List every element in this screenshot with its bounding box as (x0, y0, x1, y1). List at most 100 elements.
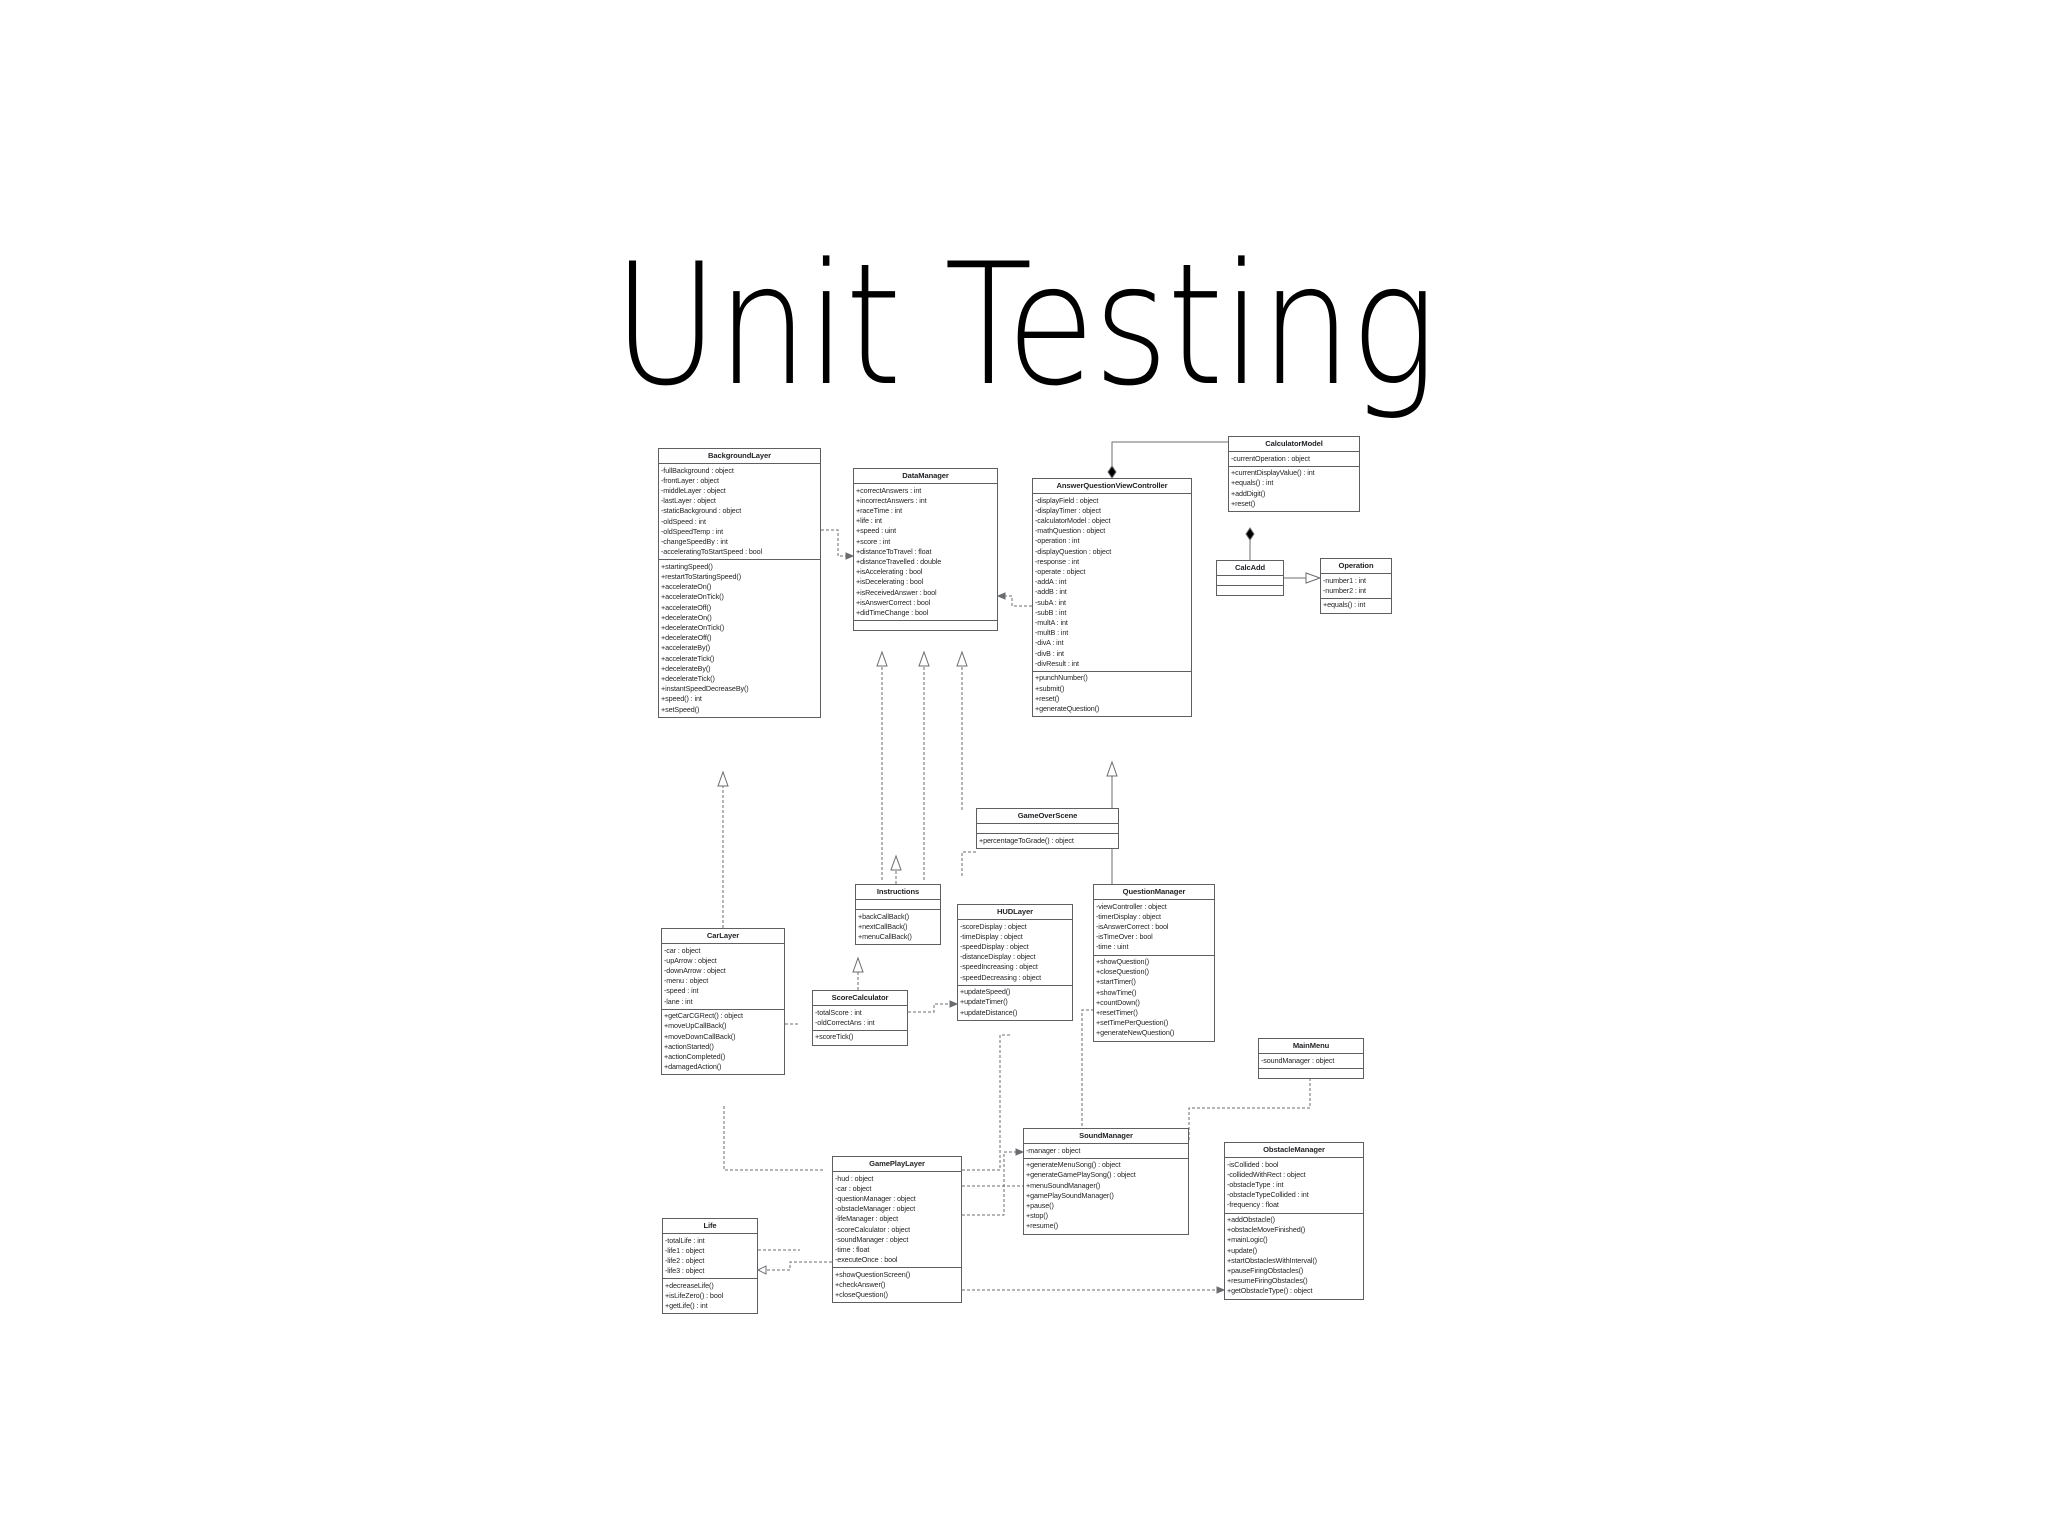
uml-attribute-row: -hud : object (835, 1173, 874, 1183)
uml-class-name: HUDLayer (958, 905, 1072, 920)
uml-method-row: +currentDisplayValue() : int (1231, 468, 1315, 478)
uml-method-row: +updateSpeed() (960, 987, 1011, 997)
uml-method-row: +updateTimer() (960, 997, 1008, 1007)
uml-method-row: +startObstaclesWithInterval() (1227, 1255, 1317, 1265)
uml-attribute-row: +isAnswerCorrect : bool (856, 597, 931, 607)
uml-attributes-compartment (1217, 576, 1283, 586)
uml-method-row: +accelerateOn() (661, 582, 712, 592)
uml-attribute-row: -questionManager : object (835, 1193, 916, 1203)
uml-method-row: +setTimePerQuestion() (1096, 1018, 1169, 1028)
uml-attribute-row: -scoreCalculator : object (835, 1224, 910, 1234)
uml-attribute-row: -obstacleManager : object (835, 1204, 916, 1214)
uml-method-row: +showQuestionScreen() (835, 1269, 911, 1279)
uml-method-row: +punchNumber() (1035, 673, 1088, 683)
uml-methods-compartment: +scoreTick() (813, 1031, 907, 1045)
uml-class-car-layer[interactable]: CarLayer-car : object-upArrow : object-d… (661, 928, 785, 1076)
uml-attribute-row: -calculatorModel : object (1035, 515, 1111, 525)
uml-method-row: +update() (1227, 1245, 1258, 1255)
uml-attributes-compartment: -number1 : int-number2 : int (1321, 574, 1391, 599)
uml-methods-compartment: +showQuestion()+closeQuestion()+startTim… (1094, 956, 1214, 1041)
uml-method-row: +isLifeZero() : bool (665, 1291, 724, 1301)
uml-class-obstacle-manager[interactable]: ObstacleManager-isCollided : bool-collid… (1224, 1142, 1364, 1300)
uml-attribute-row: -operate : object (1035, 566, 1086, 576)
uml-method-row: +backCallBack() (858, 911, 910, 921)
uml-class-hud-layer[interactable]: HUDLayer-scoreDisplay : object-timeDispl… (957, 904, 1073, 1021)
uml-class-answer-question-view-controller[interactable]: AnswerQuestionViewController-displayFiel… (1032, 478, 1192, 718)
uml-attribute-row: +raceTime : int (856, 505, 902, 515)
uml-attribute-row: +speed : uint (856, 526, 897, 536)
uml-method-row: +stop() (1026, 1211, 1048, 1221)
uml-method-row: +equals() : int (1231, 478, 1274, 488)
uml-class-calc-add[interactable]: CalcAdd (1216, 560, 1284, 596)
uml-method-row: +decreaseLife() (665, 1280, 714, 1290)
uml-method-row: +updateDistance() (960, 1007, 1018, 1017)
uml-class-name: BackgroundLayer (659, 449, 820, 464)
uml-attribute-row: -mathQuestion : object (1035, 526, 1106, 536)
uml-methods-compartment (1217, 586, 1283, 595)
uml-attribute-row: +life : int (856, 516, 882, 526)
uml-class-name: CalcAdd (1217, 561, 1283, 576)
uml-class-instructions[interactable]: Instructions +backCallBack()+nextCallBack… (855, 884, 941, 946)
uml-methods-compartment: +percentageToGrade() : object (977, 834, 1118, 848)
uml-attribute-row: -menu : object (664, 976, 709, 986)
uml-method-row: +generateGamePlaySong() : object (1026, 1170, 1136, 1180)
uml-method-row: +generateMenuSong() : object (1026, 1160, 1121, 1170)
uml-method-row: +menuSoundManager() (1026, 1180, 1101, 1190)
uml-attributes-compartment: -totalLife : int-life1 : object-life2 : … (663, 1234, 757, 1280)
uml-attributes-compartment: -viewController : object-timerDisplay : … (1094, 900, 1214, 956)
uml-class-name: MainMenu (1259, 1039, 1363, 1054)
uml-attribute-row: -isAnswerCorrect : bool (1096, 921, 1169, 931)
uml-class-operation[interactable]: Operation-number1 : int-number2 : int+eq… (1320, 558, 1392, 614)
uml-method-row: +accelerateOnTick() (661, 592, 724, 602)
uml-method-row: +instantSpeedDecreaseBy() (661, 684, 749, 694)
uml-attribute-row: -isTimeOver : bool (1096, 932, 1153, 942)
uml-attribute-row: -executeOnce : bool (835, 1255, 898, 1265)
uml-class-score-calculator[interactable]: ScoreCalculator-totalScore : int-oldCorr… (812, 990, 908, 1046)
uml-attribute-row: +distanceTravelled : double (856, 556, 942, 566)
uml-attribute-row: +isAccelerating : bool (856, 567, 923, 577)
uml-attribute-row: -manager : object (1026, 1145, 1081, 1155)
uml-methods-compartment: +getCarCGRect() : object+moveUpCallBack(… (662, 1010, 784, 1075)
uml-class-life[interactable]: Life-totalLife : int-life1 : object-life… (662, 1218, 758, 1315)
uml-attribute-row: -totalScore : int (815, 1007, 862, 1017)
uml-methods-compartment: +decreaseLife()+isLifeZero() : bool+getL… (663, 1279, 757, 1313)
uml-attribute-row: -number1 : int (1323, 575, 1366, 585)
uml-class-name: Instructions (856, 885, 940, 900)
uml-method-row: +damagedAction() (664, 1062, 722, 1072)
uml-method-row: +resume() (1026, 1221, 1059, 1231)
uml-methods-compartment: +generateMenuSong() : object+generateGam… (1024, 1159, 1188, 1234)
uml-method-row: +getObstacleType() : object (1227, 1286, 1313, 1296)
uml-methods-compartment: +addObstacle()+obstacleMoveFinished()+ma… (1225, 1214, 1363, 1299)
uml-class-name: ScoreCalculator (813, 991, 907, 1006)
uml-method-row: +getLife() : int (665, 1301, 708, 1311)
uml-class-question-manager[interactable]: QuestionManager-viewController : object-… (1093, 884, 1215, 1042)
uml-attributes-compartment: -manager : object (1024, 1144, 1188, 1159)
uml-class-main-menu[interactable]: MainMenu-soundManager : object (1258, 1038, 1364, 1079)
uml-method-row: +reset() (1035, 693, 1060, 703)
uml-attribute-row: -divResult : int (1035, 658, 1079, 668)
uml-attribute-row: -fullBackground : object (661, 465, 734, 475)
uml-class-game-over-scene[interactable]: GameOverScene+percentageToGrade() : obje… (976, 808, 1119, 849)
uml-attribute-row: -operation : int (1035, 536, 1080, 546)
uml-attribute-row: +correctAnswers : int (856, 485, 922, 495)
uml-class-data-manager[interactable]: DataManager+correctAnswers : int+incorre… (853, 468, 998, 632)
uml-class-sound-manager[interactable]: SoundManager-manager : object+generateMe… (1023, 1128, 1189, 1235)
uml-method-row: +actionStarted() (664, 1041, 714, 1051)
uml-method-row: +addObstacle() (1227, 1215, 1275, 1225)
uml-class-background-layer[interactable]: BackgroundLayer-fullBackground : object-… (658, 448, 821, 718)
uml-methods-compartment: +backCallBack()+nextCallBack()+menuCallB… (856, 910, 940, 944)
uml-methods-compartment: +punchNumber()+submit()+reset()+generate… (1033, 672, 1191, 716)
uml-attributes-compartment: +correctAnswers : int+incorrectAnswers :… (854, 484, 997, 622)
uml-attribute-row: +didTimeChange : bool (856, 607, 929, 617)
uml-attribute-row: +isDecelerating : bool (856, 577, 924, 587)
uml-method-row: +generateNewQuestion() (1096, 1028, 1175, 1038)
uml-attribute-row: -life1 : object (665, 1245, 705, 1255)
uml-class-game-play-layer[interactable]: GamePlayLayer-hud : object-car : object-… (832, 1156, 962, 1304)
uml-attribute-row: -speedDisplay : object (960, 941, 1029, 951)
uml-attribute-row: -subA : int (1035, 597, 1066, 607)
uml-method-row: +decelerateOff() (661, 633, 712, 643)
uml-class-calculator-model[interactable]: CalculatorModel-currentOperation : objec… (1228, 436, 1360, 513)
uml-attribute-row: -time : float (835, 1244, 870, 1254)
uml-method-row: +equals() : int (1323, 600, 1366, 610)
